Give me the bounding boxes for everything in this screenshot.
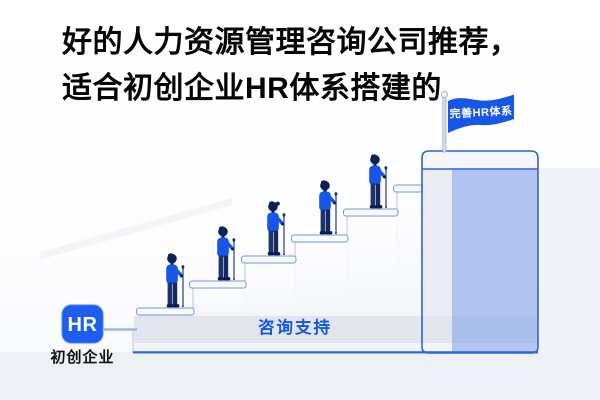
step-slab-6	[393, 184, 423, 193]
stair-riser	[397, 185, 422, 316]
goal-platform-top-band	[422, 151, 538, 169]
hr-badge-box	[61, 304, 104, 344]
stair-riser	[295, 235, 347, 316]
ground-strip	[0, 352, 600, 400]
headline-line2: 适合初创企业HR体系搭建的	[62, 72, 442, 105]
headline: 好的人力资源管理咨询公司推荐， 适合初创企业HR体系搭建的	[62, 20, 582, 112]
right-background-tint	[540, 168, 600, 352]
platform-highlight-column	[452, 169, 538, 352]
headline-line1: 好的人力资源管理咨询公司推荐，	[62, 26, 520, 59]
hr-badge-label: HR	[68, 314, 98, 336]
step-slab-4	[291, 234, 349, 243]
support-band	[134, 316, 537, 343]
hr-badge-caption: 初创企业	[50, 348, 114, 366]
goal-platform	[422, 151, 538, 353]
stair-riser	[347, 209, 397, 316]
step-slab-3	[241, 255, 297, 264]
flag-pole-knob	[440, 91, 448, 99]
step-slab-5	[343, 208, 399, 217]
support-band-label: 咨询支持	[258, 317, 332, 337]
background-streak	[40, 198, 232, 260]
stair-riser	[245, 256, 295, 316]
climber-hair-bun	[275, 201, 280, 206]
flag-banner	[448, 94, 514, 133]
staircase: 咨询支持	[132, 150, 539, 354]
step-slab-1	[136, 307, 195, 316]
hr-start-badge: HR 初创企业	[50, 304, 137, 366]
support-band-lower	[134, 343, 537, 352]
step-slab-2	[189, 280, 247, 289]
flag-label: 完善HR体系	[449, 103, 513, 120]
climber-figure-3	[265, 199, 288, 258]
goal-flag: 完善HR体系	[440, 91, 514, 153]
climbers	[164, 152, 390, 310]
